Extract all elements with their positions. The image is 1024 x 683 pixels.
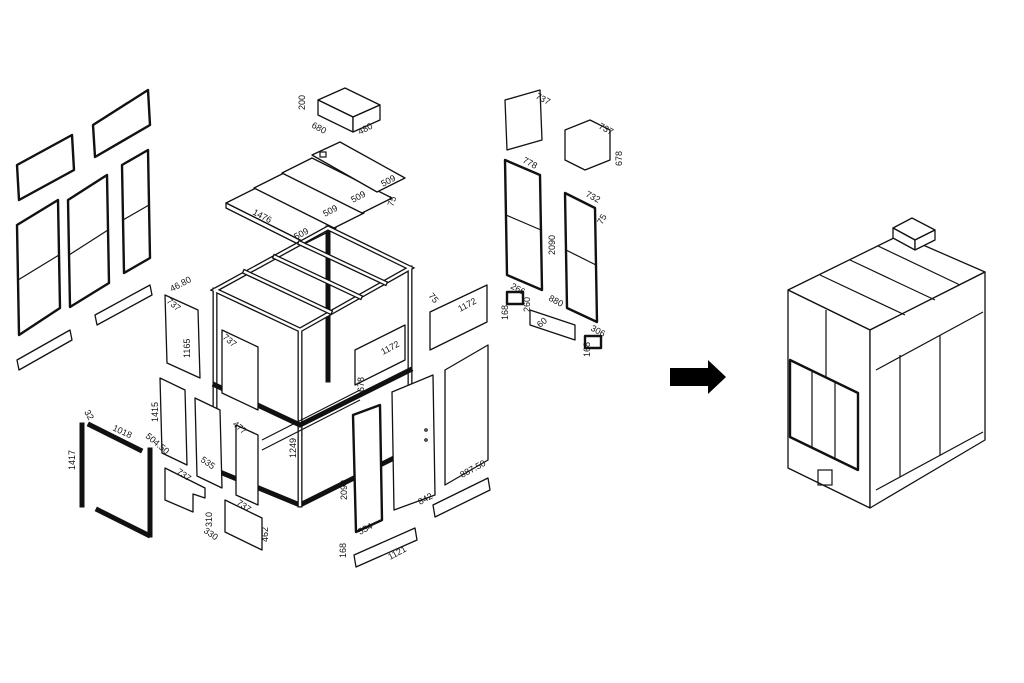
dim-label: 60: [535, 315, 549, 329]
dim-label: 880: [547, 293, 565, 309]
dim-label: 2090: [339, 480, 349, 500]
dim-label: 260: [522, 297, 532, 312]
assembled-enclosure: [787, 217, 986, 509]
dim-label: 46.80: [168, 274, 193, 293]
dim-label: 1249: [288, 438, 298, 458]
dim-label: 168: [582, 342, 592, 357]
roof-panels: [225, 141, 406, 249]
dim-label: 75: [385, 195, 398, 208]
dim-label: 678: [356, 377, 366, 392]
side-panels-left: [79, 294, 263, 551]
dim-label: 678: [614, 151, 624, 166]
dim-label: 310: [204, 512, 214, 527]
roof-unit: [317, 87, 381, 133]
dim-label: 732: [584, 189, 602, 205]
dim-label: 2090: [547, 235, 557, 255]
dim-label: 75: [426, 291, 440, 305]
dim-label: 200: [297, 95, 307, 110]
dim-label: 462: [260, 527, 270, 542]
dim-label: 75: [595, 212, 609, 226]
left-window-panels: [15, 88, 153, 371]
dim-label: 1165: [182, 339, 192, 358]
dim-label: 168: [338, 543, 348, 558]
dim-label: 1415: [150, 402, 160, 422]
dim-label: 680: [310, 120, 328, 136]
dim-label: 1417: [67, 450, 77, 470]
right-column-parts: [503, 89, 611, 350]
right-arrow-icon: [670, 360, 726, 394]
dim-label: 32: [82, 408, 96, 422]
front-panels: [351, 284, 491, 568]
steel-frame: [209, 225, 416, 508]
dim-label: 168: [500, 305, 510, 320]
